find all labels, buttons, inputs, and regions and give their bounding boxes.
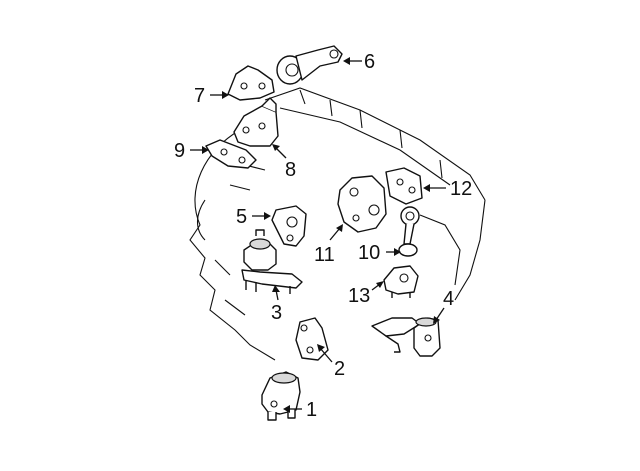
- part-12-bracket-plate: [385, 167, 423, 205]
- callout-2: 2: [334, 358, 345, 380]
- part-10-stabilizer-link: [398, 206, 420, 257]
- callout-9: 9: [174, 140, 185, 162]
- callout-1: 1: [306, 399, 317, 421]
- callout-11: 11: [314, 244, 335, 266]
- callout-numbers: 1 2 3 4 5 6 7 8 9 10 11 12 13: [174, 51, 472, 421]
- part-8-engine-bracket: [233, 97, 279, 147]
- callout-6: 6: [364, 51, 375, 73]
- part-4-side-mount: [371, 317, 441, 357]
- part-9-bracket: [205, 139, 257, 169]
- callout-12: 12: [450, 178, 472, 200]
- part-5-upper-mount: [271, 205, 307, 247]
- callout-10: 10: [358, 242, 380, 264]
- part-11-support-bracket: [337, 175, 387, 233]
- callout-13: 13: [348, 285, 370, 307]
- callout-7: 7: [194, 85, 205, 107]
- callout-4: 4: [443, 288, 454, 310]
- part-2-rear-bracket: [295, 317, 329, 361]
- callout-3: 3: [271, 302, 282, 324]
- part-1-front-mount: [261, 371, 301, 421]
- engine-outline: [189, 87, 486, 361]
- part-3-transmission-mount: [241, 229, 303, 294]
- part-13-small-mount: [383, 265, 419, 298]
- part-6-torque-rod: [276, 45, 343, 85]
- callout-8: 8: [285, 159, 296, 181]
- part-7-bracket: [227, 65, 275, 101]
- leader-lines: [190, 57, 446, 413]
- callout-5: 5: [236, 206, 247, 228]
